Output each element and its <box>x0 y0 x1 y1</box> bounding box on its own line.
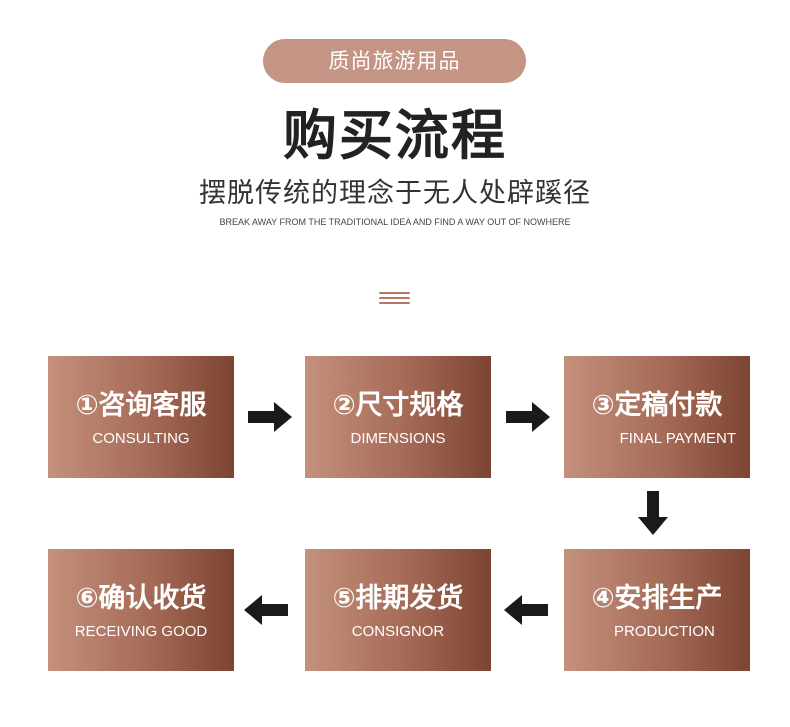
step-subtitle: PRODUCTION <box>614 623 715 640</box>
step-subtitle: DIMENSIONS <box>350 430 446 447</box>
arrow-left-icon <box>244 595 288 625</box>
page-subtitle-en: BREAK AWAY FROM THE TRADITIONAL IDEA AND… <box>219 217 571 227</box>
step-title: ②尺寸规格 <box>332 390 464 421</box>
step-title: ①咨询客服 <box>75 390 207 421</box>
step-box-consulting: ①咨询客服 CONSULTING <box>48 356 234 478</box>
menu-lines-icon <box>379 290 410 306</box>
step-box-receiving-good: ⑥确认收货 RECEIVING GOOD <box>48 549 234 671</box>
step-box-consignor: ⑤排期发货 CONSIGNOR <box>305 549 491 671</box>
arrow-left-icon <box>504 595 548 625</box>
step-title: ④安排生产 <box>591 583 723 614</box>
step-subtitle: CONSIGNOR <box>351 623 445 640</box>
step-subtitle: FINAL PAYMENT <box>619 430 736 447</box>
arrow-right-icon <box>248 402 292 432</box>
step-title: ⑥确认收货 <box>75 583 207 614</box>
step-subtitle: CONSULTING <box>92 430 190 447</box>
step-box-production: ④安排生产 PRODUCTION <box>564 549 750 671</box>
step-title: ⑤排期发货 <box>332 583 464 614</box>
step-subtitle: RECEIVING GOOD <box>74 623 208 640</box>
step-box-final-payment: ③定稿付款 FINAL PAYMENT <box>564 356 750 478</box>
step-box-dimensions: ②尺寸规格 DIMENSIONS <box>305 356 491 478</box>
brand-badge: 质尚旅游用品 <box>263 39 526 83</box>
page-subtitle: 摆脱传统的理念于无人处辟蹊径 <box>199 178 591 209</box>
page-title: 购买流程 <box>283 104 507 167</box>
step-title: ③定稿付款 <box>591 390 723 421</box>
arrow-down-icon <box>638 491 668 535</box>
arrow-right-icon <box>506 402 550 432</box>
